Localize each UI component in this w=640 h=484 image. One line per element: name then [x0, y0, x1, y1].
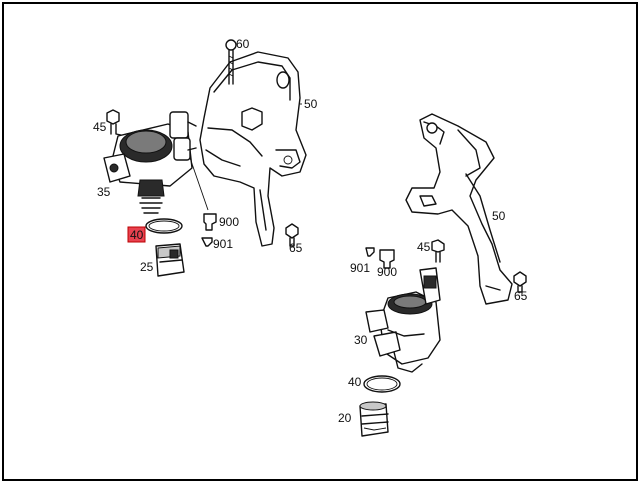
right-bolt-45[interactable] [431, 239, 445, 263]
label-900-right: 900 [377, 265, 397, 279]
label-group: 60 50 45 35 900 901 40 25 65 50 45 901 9… [93, 37, 528, 425]
left-piston-25[interactable] [155, 243, 185, 277]
label-900-left: 900 [219, 215, 239, 229]
label-901-right: 901 [350, 261, 370, 275]
left-connector-900[interactable] [203, 213, 217, 231]
label-40-highlight [127, 226, 146, 243]
right-oring-40[interactable] [363, 375, 401, 393]
label-50-right: 50 [492, 209, 506, 223]
label-901-left: 901 [213, 237, 233, 251]
label-40-left: 40 [130, 228, 144, 242]
label-45-right: 45 [417, 240, 431, 254]
left-pump-35[interactable] [103, 111, 197, 214]
label-25: 25 [140, 260, 154, 274]
right-bracket-50[interactable] [405, 113, 513, 305]
left-screw-65[interactable] [285, 223, 299, 247]
label-45-left: 45 [93, 120, 107, 134]
label-50-left: 50 [304, 97, 318, 111]
left-oring-40[interactable] [145, 218, 183, 234]
label-65-left: 65 [289, 241, 303, 255]
left-connector-901[interactable] [201, 237, 213, 247]
right-piston-20[interactable] [359, 401, 389, 437]
label-60: 60 [236, 37, 250, 51]
label-35: 35 [97, 185, 111, 199]
label-40-right: 40 [348, 375, 362, 389]
right-screw-65[interactable] [513, 271, 527, 293]
label-65-right: 65 [514, 289, 528, 303]
label-30: 30 [354, 333, 368, 347]
left-leader-lines [189, 103, 302, 211]
right-pump-30[interactable] [365, 267, 441, 373]
left-bolt-45[interactable] [106, 109, 127, 137]
right-connector-901[interactable] [365, 247, 375, 257]
left-bolt-60[interactable] [225, 39, 237, 85]
label-20: 20 [338, 411, 352, 425]
right-connector-900[interactable] [379, 249, 395, 269]
